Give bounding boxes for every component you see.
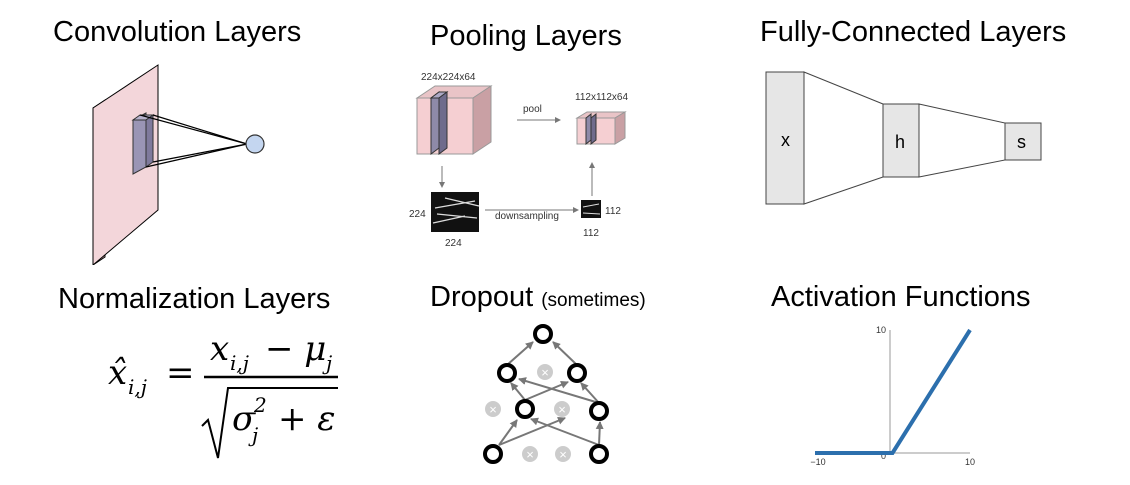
dropped-node-x-icon: × xyxy=(559,447,567,462)
conv-connection-line xyxy=(152,114,248,145)
dropout-edge xyxy=(506,341,534,366)
dropout-note: (sometimes) xyxy=(541,290,646,311)
formula-lhs: x̂ xyxy=(108,353,127,393)
convolution-diagram xyxy=(92,64,265,265)
formula-equals: = xyxy=(166,353,195,393)
pool-output-height: 112 xyxy=(605,206,621,217)
dropout-network: × × × × × xyxy=(483,324,609,464)
conv-connection-line xyxy=(152,143,248,163)
activation-title: Activation Functions xyxy=(771,281,1031,313)
pool-input-dims: 224x224x64 xyxy=(421,72,476,83)
dropout-dropped-nodes: × × × × × xyxy=(485,364,571,462)
formula-sigma-superscript: 2 xyxy=(253,393,267,417)
conv-filter-side xyxy=(145,114,154,168)
fully-connected-diagram: x h s xyxy=(765,71,1042,205)
dropout-title: Dropout (sometimes) xyxy=(430,281,646,314)
dropped-node-x-icon: × xyxy=(526,447,534,462)
dropout-edge xyxy=(595,421,604,446)
formula-sigma-subscript: j xyxy=(248,423,258,447)
fc-layer-s xyxy=(1004,122,1042,161)
dropout-edge xyxy=(498,419,518,446)
pool-input-image-texture xyxy=(432,197,480,224)
pool-output-dims: 112x112x64 xyxy=(575,92,628,103)
pool-output-slice xyxy=(585,112,592,146)
activation-y-tick-10: 10 xyxy=(876,325,886,335)
fully-connected-title: Fully-Connected Layers xyxy=(760,16,1067,48)
active-node xyxy=(483,444,503,464)
dropout-edge xyxy=(552,341,578,366)
dropout-edge xyxy=(518,377,600,404)
downsampling-label: downsampling xyxy=(495,211,559,222)
fc-connection-h-s xyxy=(918,103,1006,178)
dropped-node xyxy=(555,446,571,462)
active-node xyxy=(533,324,553,344)
conv-connection-line xyxy=(139,114,248,145)
pool-input-height: 224 xyxy=(409,209,426,220)
formula-sqrt-sign xyxy=(201,387,338,459)
downsampling-arrow-head xyxy=(573,207,579,213)
activation-x-tick-10: 10 xyxy=(965,457,975,467)
activation-series-line xyxy=(815,328,972,455)
dropout-label: Dropout xyxy=(430,281,534,313)
active-node xyxy=(589,401,609,421)
dropout-edge xyxy=(580,382,600,404)
pool-label: pool xyxy=(523,104,542,115)
pool-down-arrow-head xyxy=(439,182,445,188)
formula-numerator-subscript: i,j xyxy=(230,351,249,375)
pool-output-cube-side xyxy=(614,111,626,145)
pool-up-arrow-head xyxy=(589,162,595,168)
fc-label-x: x xyxy=(781,130,790,150)
pooling-title: Pooling Layers xyxy=(430,20,622,52)
fc-layer-h xyxy=(882,103,920,178)
convolution-title: Convolution Layers xyxy=(53,16,302,48)
dropped-node-x-icon: × xyxy=(541,365,549,380)
fc-label-h: h xyxy=(895,132,905,152)
dropout-edge xyxy=(510,382,526,401)
pool-input-image xyxy=(431,192,479,232)
dropout-edge xyxy=(530,417,600,446)
pool-output-width: 112 xyxy=(583,228,599,239)
dropout-edge xyxy=(498,416,566,446)
pool-arrow-head xyxy=(555,117,561,123)
formula-mu-subscript: j xyxy=(322,351,332,375)
dropped-node xyxy=(554,401,570,417)
active-node xyxy=(567,363,587,383)
fc-connection-x-h xyxy=(803,71,884,205)
activation-chart: 10 −10 0 10 xyxy=(810,325,975,467)
dropped-node xyxy=(485,401,501,417)
conv-filter-front xyxy=(132,112,147,175)
dropout-edge xyxy=(524,381,569,401)
dropped-node-x-icon: × xyxy=(489,402,497,417)
fc-layer-x xyxy=(765,71,805,205)
pool-input-slice xyxy=(430,91,440,155)
formula-sigma: σ xyxy=(232,399,256,439)
dropped-node xyxy=(537,364,553,380)
formula-plus-epsilon: + ε xyxy=(278,399,336,439)
pooling-diagram: 224x224x64 pool 112x112x64 224 224 downs… xyxy=(409,72,628,249)
pool-output-slice-side xyxy=(590,112,597,146)
dropped-node-x-icon: × xyxy=(558,402,566,417)
active-node xyxy=(497,363,517,383)
activation-x-tick-neg10: −10 xyxy=(810,457,825,467)
pool-input-cube-side xyxy=(472,85,492,155)
pool-input-width: 224 xyxy=(445,238,462,249)
fc-label-s: s xyxy=(1017,132,1026,152)
conv-output-neuron xyxy=(245,134,265,154)
normalization-formula: x̂ i,j = x i,j − μ j σ j 2 + ε xyxy=(108,329,338,459)
normalization-title: Normalization Layers xyxy=(58,283,331,315)
active-node xyxy=(589,444,609,464)
pool-output-image xyxy=(581,200,601,218)
pool-input-slice-side xyxy=(438,91,448,155)
formula-numerator-x: x xyxy=(210,329,229,369)
dropout-active-nodes xyxy=(483,324,609,464)
activation-x-tick-0: 0 xyxy=(881,451,886,461)
dropout-edges xyxy=(498,341,604,446)
pool-output-image-texture xyxy=(582,203,601,215)
formula-minus-mu: − μ xyxy=(265,329,326,369)
active-node xyxy=(515,399,535,419)
formula-lhs-subscript: i,j xyxy=(128,375,147,399)
dropped-node xyxy=(522,446,538,462)
